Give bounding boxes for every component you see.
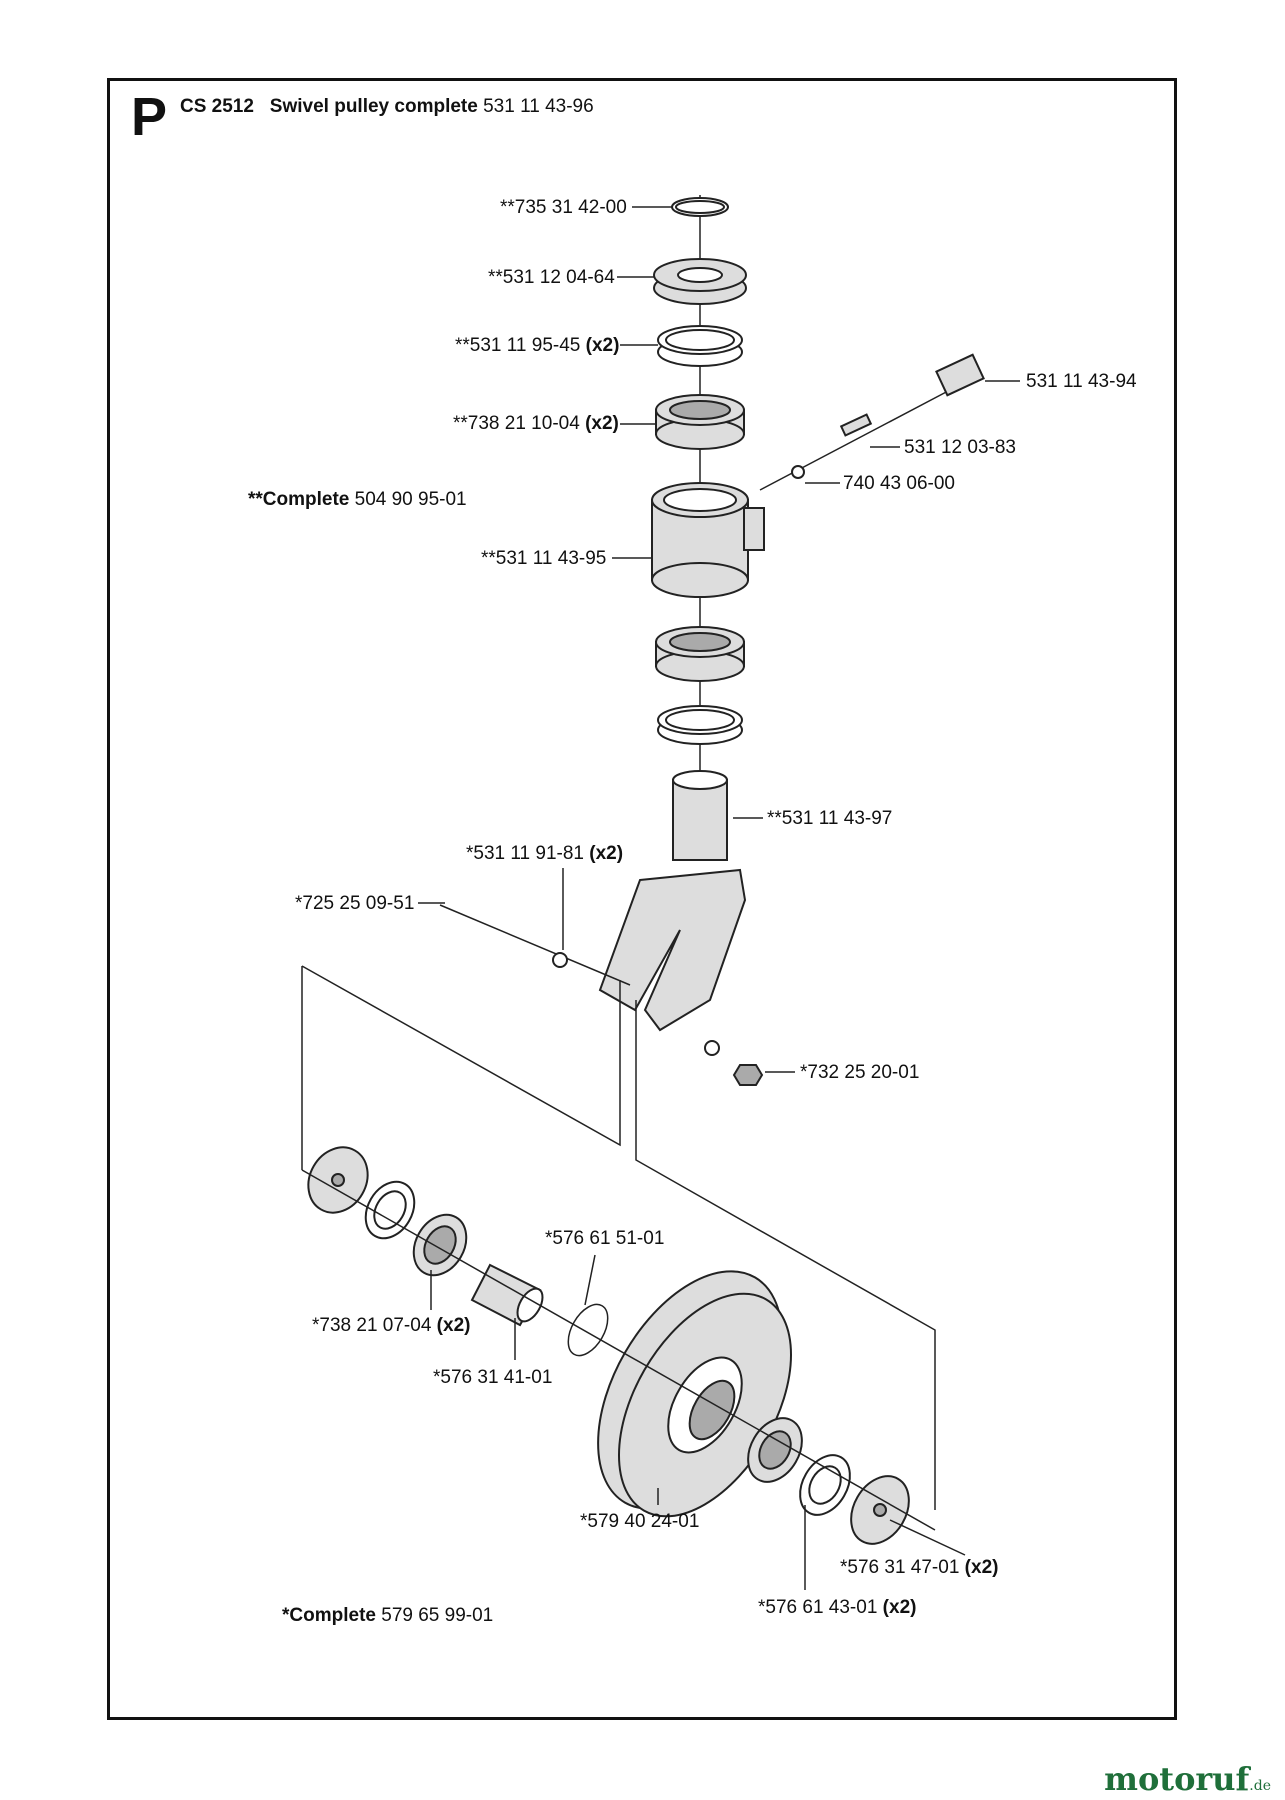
clamp-knob (759, 353, 985, 491)
pulley-group-bracket (301, 965, 936, 1510)
watermark-logo: motoruf.de (1104, 1760, 1271, 1798)
thrust-washer (653, 258, 747, 305)
callout-576-61-51-01: *576 61 51-01 (545, 1228, 665, 1249)
snap-ring-top (671, 197, 729, 217)
swivel-housing (651, 482, 765, 598)
model-code: CS 2512 (180, 96, 254, 117)
circlip (567, 1303, 609, 1357)
spacer-washer-left (364, 1180, 416, 1240)
callout-531-11-43-95: **531 11 43-95 (481, 548, 607, 569)
callout-576-31-47-01: *576 31 47-01 (x2) (840, 1557, 999, 1578)
kit-label-lower: *Complete 579 65 99-01 (282, 1605, 494, 1626)
spacer-sleeve (470, 1263, 544, 1327)
callout-531-11-43-94: 531 11 43-94 (1026, 371, 1137, 392)
lower-seal-ring (657, 705, 743, 745)
swivel-fork (439, 770, 764, 1086)
leader-lines (418, 206, 1020, 1590)
kit-label-upper: **Complete 504 90 95-01 (248, 489, 467, 510)
diagram-frame (107, 78, 1177, 1720)
bearing-left (412, 1213, 468, 1277)
diagram-title: CS 2512 Swivel pulley complete 531 11 43… (180, 96, 594, 118)
callout-531-11-91-81: *531 11 91-81 (x2) (466, 843, 624, 864)
callout-735-31-42-00: **735 31 42-00 (500, 197, 627, 218)
callout-738-21-10-04: **738 21 10-04 (x2) (453, 413, 619, 434)
callout-531-11-43-97: **531 11 43-97 (767, 808, 893, 829)
callout-576-61-43-01: *576 61 43-01 (x2) (758, 1597, 917, 1618)
assembly-part-number: 531 11 43-96 (483, 96, 594, 117)
callout-531-12-04-64: **531 12 04-64 (488, 267, 615, 288)
callout-579-40-24-01: *579 40 24-01 (580, 1511, 700, 1532)
callout-576-31-41-01: *576 31 41-01 (433, 1367, 553, 1388)
spacer-washer-right (799, 1454, 851, 1516)
callout-531-11-95-45: **531 11 95-45 (x2) (455, 335, 620, 356)
outer-washer-right (850, 1475, 910, 1545)
callout-531-12-03-83: 531 12 03-83 (904, 437, 1016, 458)
bearing-right (747, 1417, 803, 1483)
callout-725-25-09-51: *725 25 09-51 (295, 893, 415, 914)
upper-bearing (655, 394, 745, 450)
callout-732-25-20-01: *732 25 20-01 (800, 1062, 920, 1083)
section-letter: P (131, 87, 168, 147)
lower-bearing (655, 626, 745, 682)
outer-washer-left (307, 1146, 369, 1214)
callout-740-43-06-00: 740 43 06-00 (843, 473, 955, 494)
callout-738-21-07-04: *738 21 07-04 (x2) (312, 1315, 471, 1336)
seal-ring (657, 325, 743, 367)
assembly-name: Swivel pulley complete (269, 96, 478, 117)
